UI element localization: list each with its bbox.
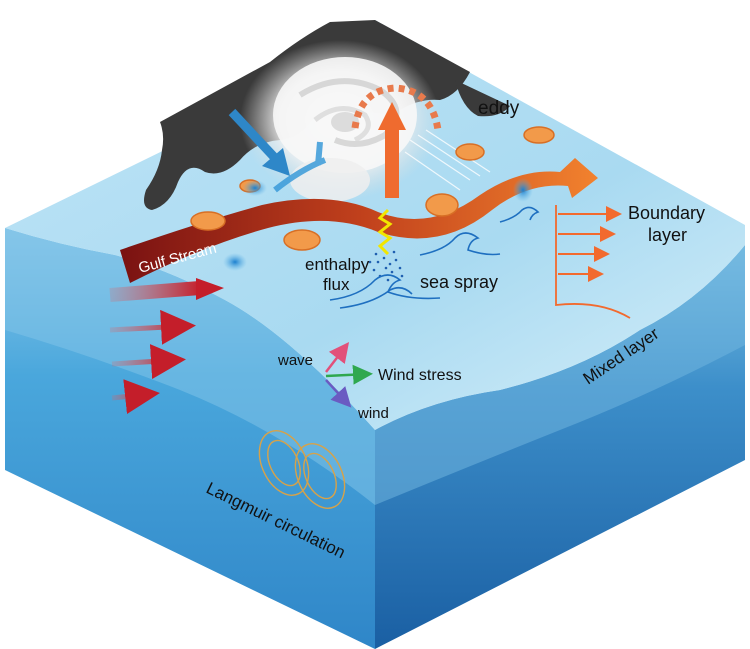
wind-stress-label: Wind stress xyxy=(378,367,462,384)
enthalpy-label-2: flux xyxy=(323,275,350,294)
boundary-layer-label-2: layer xyxy=(648,225,687,245)
sea-spray-label: sea spray xyxy=(420,272,498,292)
eddy-label: eddy xyxy=(478,98,520,119)
wave-label: wave xyxy=(277,352,313,369)
boundary-layer-label-1: Boundary xyxy=(628,203,705,223)
enthalpy-label-1: enthalpy xyxy=(305,255,370,274)
wind-label: wind xyxy=(357,405,389,422)
